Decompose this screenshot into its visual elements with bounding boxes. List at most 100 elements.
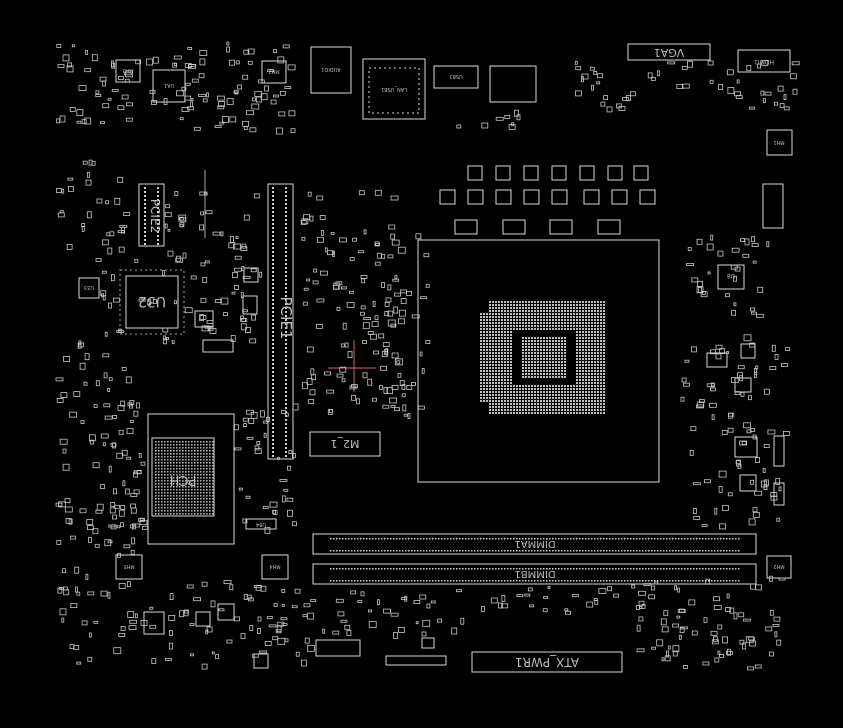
- pad: [552, 391, 554, 393]
- pad: [188, 444, 190, 446]
- pad: [543, 322, 545, 324]
- pad: [537, 403, 539, 405]
- pad: [480, 568, 482, 570]
- pad: [185, 459, 187, 461]
- pad: [316, 236, 324, 243]
- pad: [513, 325, 515, 327]
- pad: [525, 394, 527, 396]
- dimm-b-slot[interactable]: [312, 563, 757, 585]
- pad: [188, 492, 190, 494]
- pad: [558, 403, 560, 405]
- pad: [582, 355, 584, 357]
- pad: [769, 651, 774, 657]
- pad: [272, 199, 274, 201]
- pad: [546, 568, 548, 570]
- hdmi-connector[interactable]: [737, 49, 791, 73]
- pad: [173, 55, 182, 60]
- pad: [510, 406, 512, 408]
- pad: [582, 307, 584, 309]
- pad: [285, 399, 287, 401]
- pad: [597, 331, 599, 333]
- pad: [197, 486, 199, 488]
- pad: [483, 385, 485, 387]
- dimm-a-slot[interactable]: [312, 533, 757, 555]
- pad: [498, 367, 500, 369]
- pad: [489, 391, 491, 393]
- audio-connector[interactable]: [310, 46, 352, 94]
- pad: [743, 334, 752, 342]
- pad: [522, 316, 524, 318]
- pad: [352, 237, 358, 242]
- pad: [522, 373, 524, 375]
- pad: [253, 585, 262, 589]
- pad: [537, 406, 539, 408]
- pad: [401, 384, 406, 391]
- pad: [543, 304, 545, 306]
- pad: [699, 550, 701, 552]
- pad: [182, 441, 184, 443]
- pad: [161, 468, 163, 470]
- pad: [285, 279, 287, 281]
- pad: [182, 492, 184, 494]
- pad: [501, 394, 503, 396]
- m2-slot[interactable]: [309, 431, 381, 457]
- pad: [486, 340, 488, 342]
- atx-power-connector[interactable]: [471, 651, 623, 673]
- atx-label: ATX_PWR1: [515, 655, 579, 669]
- pad: [170, 483, 172, 485]
- pad: [501, 580, 503, 582]
- pcie-x1-slot[interactable]: [138, 183, 165, 247]
- vga-connector[interactable]: [627, 43, 711, 61]
- pad: [272, 251, 274, 253]
- pad: [561, 364, 563, 366]
- pad: [176, 474, 178, 476]
- pad: [594, 310, 596, 312]
- pad: [203, 507, 205, 509]
- pad: [480, 550, 482, 552]
- pad: [522, 340, 524, 342]
- pad: [555, 388, 557, 390]
- pad: [390, 580, 392, 582]
- pad: [528, 337, 530, 339]
- pad: [643, 583, 652, 586]
- pad: [486, 391, 488, 393]
- pad: [612, 538, 614, 540]
- pad: [403, 413, 408, 417]
- pad: [235, 236, 239, 239]
- pad: [564, 358, 566, 360]
- cpu-socket-outline[interactable]: [417, 239, 660, 483]
- pad: [109, 507, 116, 514]
- pad: [203, 459, 205, 461]
- pad: [319, 214, 326, 220]
- pad: [333, 282, 341, 290]
- mounting-hole-mh5: [115, 554, 143, 580]
- pad: [507, 322, 509, 324]
- pad: [591, 84, 594, 91]
- pad: [651, 646, 656, 650]
- pcie-x16-slot[interactable]: [267, 183, 294, 460]
- pad: [304, 637, 310, 644]
- pad: [708, 550, 710, 552]
- pad: [501, 403, 503, 405]
- pad: [555, 373, 557, 375]
- pad: [285, 331, 287, 333]
- pad: [477, 538, 479, 540]
- pad: [528, 388, 530, 390]
- pad: [164, 658, 172, 661]
- usb-top-connector[interactable]: [433, 65, 479, 89]
- pad: [616, 103, 622, 109]
- pad: [597, 358, 599, 360]
- usb-stack-connector[interactable]: [489, 65, 537, 103]
- lan-usb-connector[interactable]: [362, 58, 426, 120]
- pad: [561, 310, 563, 312]
- pad: [582, 373, 584, 375]
- pad: [444, 538, 446, 540]
- pad: [534, 364, 536, 366]
- pad: [308, 399, 315, 404]
- pad: [522, 322, 524, 324]
- pad: [779, 103, 785, 108]
- pad: [528, 328, 530, 330]
- pad: [540, 301, 542, 303]
- pad: [164, 471, 166, 473]
- pad: [718, 84, 723, 90]
